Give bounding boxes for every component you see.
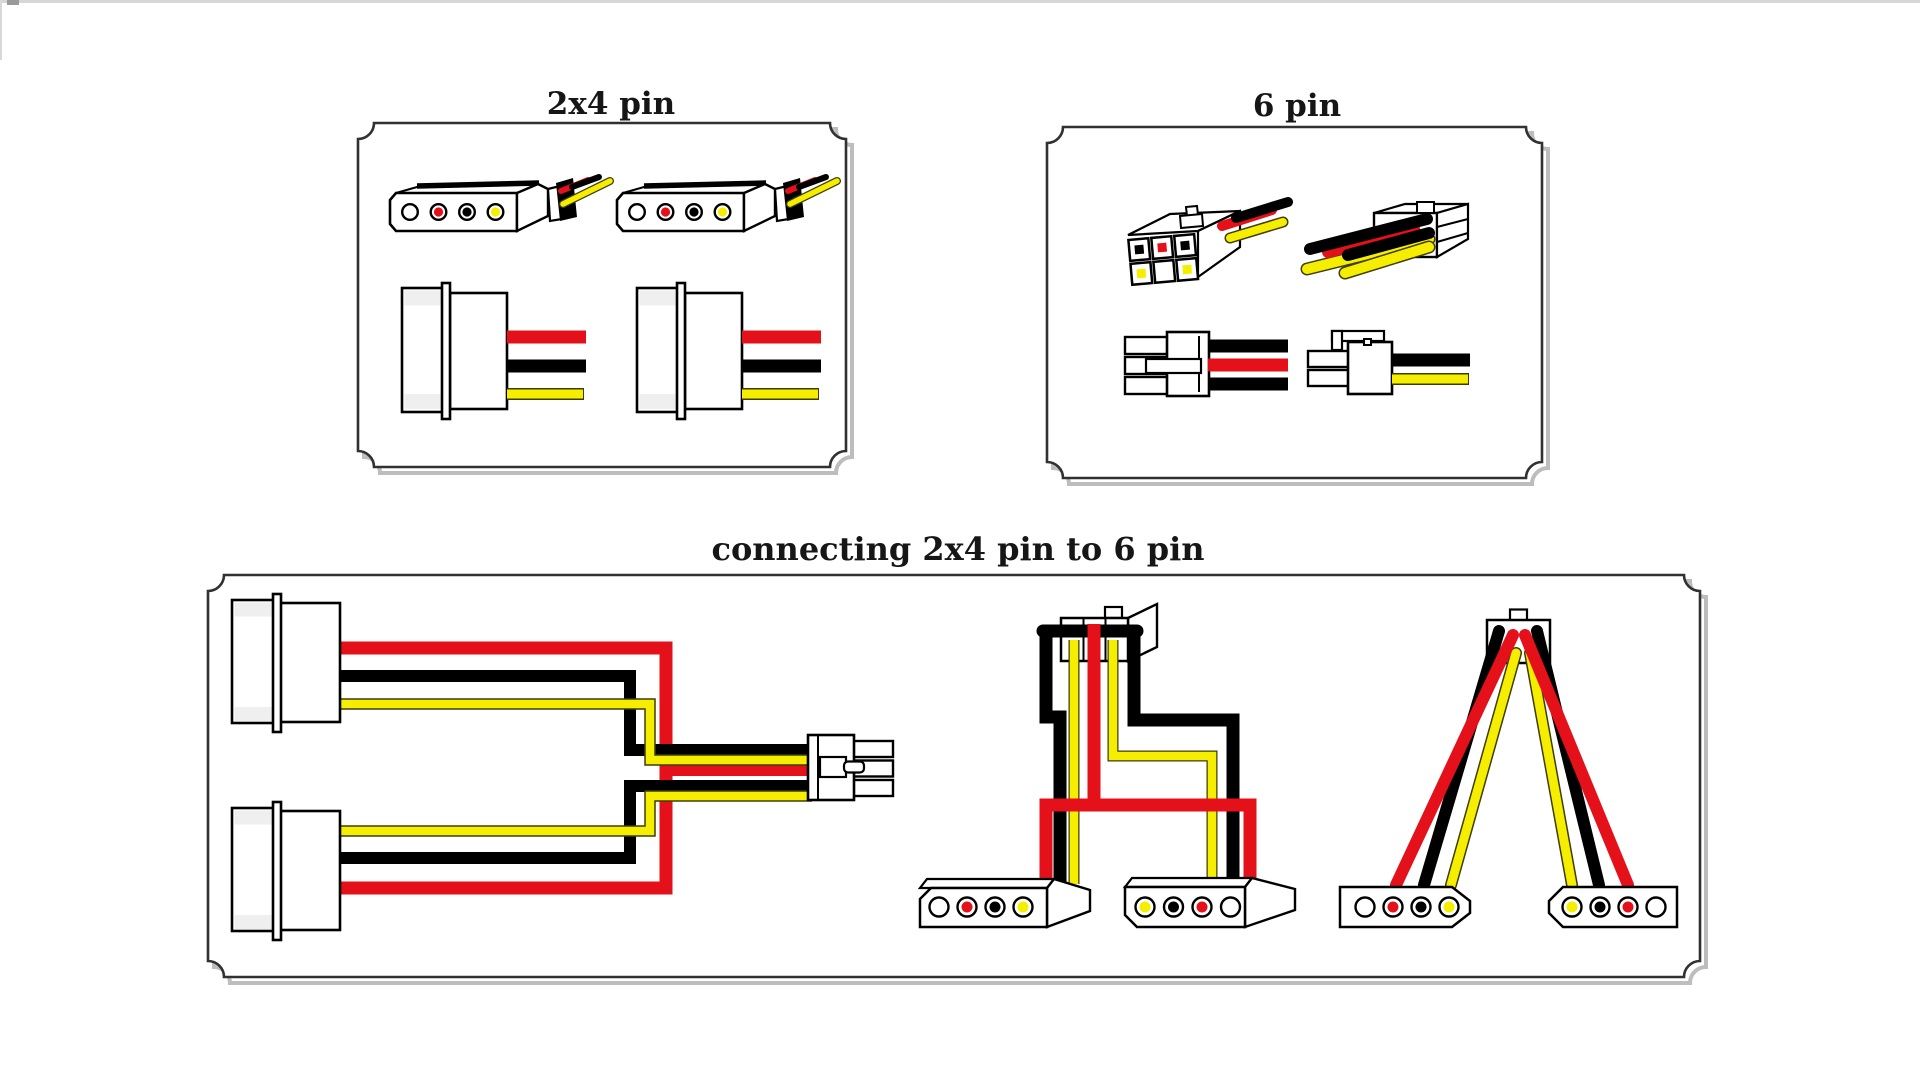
pin-black — [1594, 901, 1606, 913]
housing-tab — [1416, 201, 1435, 214]
pin-black — [989, 901, 1001, 913]
yellow-rod — [1340, 242, 1434, 278]
pin-black — [1415, 901, 1427, 913]
pin-black — [1180, 240, 1190, 251]
black-rod — [1342, 227, 1435, 261]
prong — [1123, 375, 1171, 396]
pin-yellow — [1182, 264, 1193, 275]
black-rod — [1304, 213, 1433, 255]
prong — [851, 778, 895, 798]
latch — [818, 755, 848, 779]
adapter-schematic-left — [230, 592, 895, 942]
red-wire-left — [1390, 629, 1519, 891]
prong — [851, 739, 895, 759]
latch-stem — [1363, 338, 1372, 346]
pin-yellow — [1017, 901, 1029, 913]
pin-yellow — [1136, 268, 1147, 279]
pin-white — [928, 896, 950, 918]
pin-red — [1387, 901, 1399, 913]
sixpin-front-view — [1127, 197, 1293, 287]
molex-side-upper — [230, 592, 342, 734]
housing-slot-line — [1436, 218, 1469, 228]
title-connecting: connecting 2x4 pin to 6 pin — [711, 530, 1204, 568]
front-face — [1547, 885, 1679, 929]
title-6-pin: 6 pin — [1253, 88, 1341, 124]
page-top-edge — [0, 0, 1920, 3]
yellow-wire-right — [1525, 648, 1577, 890]
page-left-edge — [0, 0, 2, 60]
sixpin-tab — [1178, 212, 1205, 230]
adapter-schematic-middle — [917, 602, 1297, 929]
black-wire — [1231, 197, 1293, 223]
yellow-wire — [1226, 218, 1287, 242]
pin-yellow — [1139, 901, 1151, 913]
tab — [1103, 605, 1124, 620]
housing-side-face — [1435, 202, 1470, 259]
pin-black — [1168, 901, 1179, 913]
prong — [1306, 368, 1352, 388]
sixpin-rear-view — [1300, 201, 1470, 280]
black-wire-upper — [340, 670, 812, 756]
housing-slot-line — [1436, 232, 1469, 243]
pin-black — [1134, 244, 1145, 255]
pin-red — [1622, 901, 1634, 913]
latch-tongue — [1144, 357, 1203, 375]
pin-yellow — [1443, 901, 1455, 913]
pin-white — [1354, 896, 1376, 918]
adapter-schematic-right — [1338, 608, 1679, 929]
sixpin-pin-grid — [1127, 232, 1200, 287]
black-wire-right — [1531, 625, 1605, 891]
sixpin-side-view-left — [1123, 330, 1288, 398]
panel-6 — [1045, 125, 1544, 480]
title-2x4-pin: 2x4 pin — [547, 86, 675, 122]
latch-hook — [1330, 329, 1344, 352]
pin-yellow — [1566, 901, 1578, 913]
pin-white — [1645, 896, 1667, 918]
prong — [1306, 349, 1352, 369]
page-top-left-mark — [7, 0, 19, 5]
molex-front-right — [1122, 876, 1297, 929]
pin-white — [1219, 896, 1242, 918]
molex-front-left — [1338, 885, 1472, 929]
sixpin-side-connector — [806, 733, 895, 802]
molex-front-left — [917, 877, 1092, 929]
front-face — [918, 886, 1049, 929]
sixpin-side-view-right — [1306, 329, 1470, 396]
front-face — [1338, 885, 1472, 929]
red-rod — [1322, 223, 1420, 258]
black-wire-lower — [340, 780, 812, 864]
yellow-wire-upper — [340, 699, 812, 765]
top-face — [917, 877, 1057, 890]
yellow-wire-left — [1446, 648, 1521, 890]
pin-red — [961, 901, 973, 913]
prong — [1123, 335, 1171, 356]
pin-red — [1157, 242, 1168, 253]
pin-red — [1196, 901, 1208, 913]
connector-body — [1346, 340, 1394, 396]
front-face — [1123, 885, 1247, 929]
yellow-wire-lower — [340, 791, 812, 836]
yellow-wire-right — [1108, 640, 1217, 884]
molex-front-right — [1547, 885, 1679, 929]
top-face — [1122, 876, 1255, 889]
pin-white — [1159, 266, 1170, 277]
red-wire-bracket — [1039, 798, 1257, 884]
latch-tongue — [842, 760, 866, 774]
molex-side-lower — [230, 800, 342, 942]
red-wire-right — [1519, 629, 1634, 891]
